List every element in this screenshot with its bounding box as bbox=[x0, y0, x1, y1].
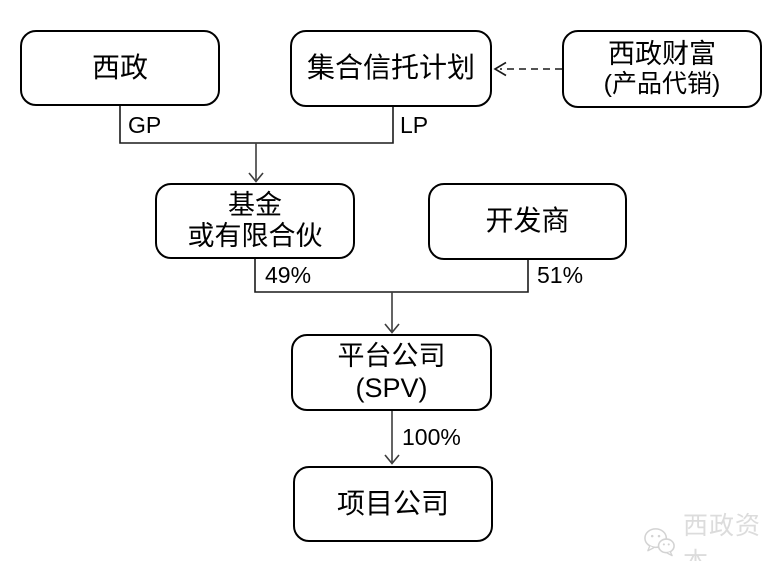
node-platform-company-spv: 平台公司 (SPV) bbox=[291, 334, 492, 411]
node-xizheng: 西政 bbox=[20, 30, 220, 106]
node-project-company: 项目公司 bbox=[293, 466, 493, 542]
node-project-label: 项目公司 bbox=[336, 487, 449, 519]
node-xizheng-label: 西政 bbox=[91, 51, 148, 83]
node-fund-line2: 或有限合伙 bbox=[187, 221, 323, 251]
dashed-distribution-arrowhead bbox=[493, 61, 507, 77]
arrow-to-fund-head bbox=[248, 172, 264, 183]
node-collective-trust-plan: 集合信托计划 bbox=[290, 30, 492, 107]
edge-label-fund-share: 49% bbox=[265, 262, 312, 288]
edge-label-developer-share: 51% bbox=[537, 262, 584, 288]
node-developer-label: 开发商 bbox=[485, 205, 570, 237]
edge-label-spv-share: 100% bbox=[402, 424, 461, 450]
node-fund-line1: 基金 bbox=[228, 189, 282, 220]
node-wealth-line2: (产品代销) bbox=[603, 70, 721, 99]
brand-watermark: 西政资本 bbox=[643, 506, 784, 561]
edge-label-lp: LP bbox=[400, 112, 429, 138]
arrow-to-project-head bbox=[384, 454, 400, 465]
node-trust-label: 集合信托计划 bbox=[306, 52, 475, 84]
node-xizheng-wealth: 西政财富 (产品代销) bbox=[562, 30, 762, 108]
arrow-to-spv-head bbox=[384, 323, 400, 334]
node-wealth-line1: 西政财富 bbox=[608, 39, 716, 70]
node-spv-line1: 平台公司 bbox=[337, 341, 446, 372]
node-developer: 开发商 bbox=[428, 183, 627, 260]
node-spv-line2: (SPV) bbox=[355, 372, 428, 403]
brand-watermark-text: 西政资本 bbox=[683, 512, 762, 561]
wechat-icon bbox=[644, 528, 675, 557]
edge-label-gp: GP bbox=[128, 112, 162, 138]
node-fund-or-limited-partnership: 基金 或有限合伙 bbox=[155, 183, 355, 259]
